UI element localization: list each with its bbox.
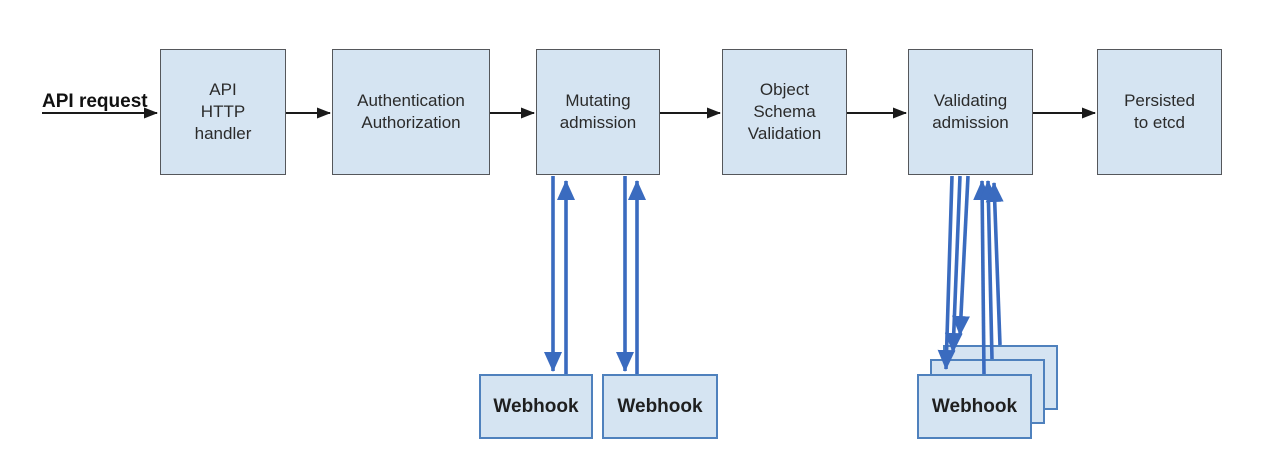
arrow-webhook-middle-to-validating <box>979 180 998 360</box>
stage-box-mutating-admission: Mutating admission <box>536 49 660 175</box>
webhook-label-mutating-1: Webhook <box>493 395 579 417</box>
stage-box-validating-admission: Validating admission <box>908 49 1033 175</box>
stage-label-authentication-authorization: Authentication Authorization <box>357 91 465 132</box>
stage-label-persisted-to-etcd: Persisted to etcd <box>1124 91 1195 132</box>
stage-label-validating-admission: Validating admission <box>932 91 1009 132</box>
webhook-box-validating-front: Webhook <box>917 374 1032 439</box>
stage-box-api-http-handler: API HTTP handler <box>160 49 286 175</box>
stage-box-authentication-authorization: Authentication Authorization <box>332 49 490 175</box>
arrow-webhook-back-to-validating <box>985 182 1004 346</box>
webhook-box-mutating-1: Webhook <box>479 374 593 439</box>
webhook-label-validating-front: Webhook <box>931 395 1018 417</box>
arrow-validating-to-webhook-front <box>937 175 956 370</box>
stage-label-mutating-admission: Mutating admission <box>559 91 637 132</box>
webhook-box-mutating-2: Webhook <box>602 374 718 439</box>
stage-label-object-schema-validation: Object Schema Validation <box>747 80 822 143</box>
webhook-label-mutating-2: Webhook <box>617 395 703 417</box>
api-request-label: API request <box>42 91 148 112</box>
arrow-validating-to-webhook-back <box>951 175 970 336</box>
mutating-webhook-arrows <box>544 176 646 374</box>
stage-box-object-schema-validation: Object Schema Validation <box>722 49 847 175</box>
stage-box-persisted-to-etcd: Persisted to etcd <box>1097 49 1222 175</box>
arrow-validating-to-webhook-middle <box>944 175 963 353</box>
stage-label-api-http-handler: API HTTP handler <box>194 80 252 143</box>
